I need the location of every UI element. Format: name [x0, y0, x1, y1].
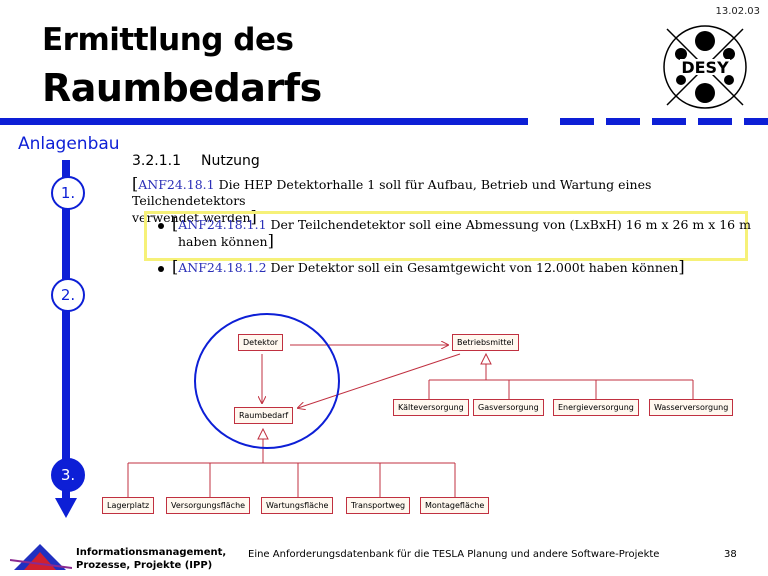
timeline-bar — [62, 160, 70, 500]
bullet — [158, 266, 164, 272]
header-dash — [698, 118, 732, 125]
requirement-text: Die HEP Detektorhalle 1 soll für Aufbau,… — [132, 177, 652, 208]
footer-org-line: Prozesse, Projekte (IPP) — [76, 560, 213, 571]
header-rule — [0, 118, 528, 125]
requirement-id[interactable]: ANF24.18.1.2 — [178, 260, 267, 275]
uml-class-wasserversorgung[interactable]: Wasserversorgung — [649, 399, 734, 416]
uml-class-raumbedarf[interactable]: Raumbedarf — [234, 407, 294, 424]
header-dash — [560, 118, 594, 125]
desy-logo-text: DESY — [681, 58, 729, 77]
ipp-logo — [10, 544, 72, 570]
step-1[interactable]: 1. — [51, 176, 85, 210]
title-line-1: Ermittlung des — [42, 22, 294, 58]
page-number: 38 — [724, 549, 737, 560]
uml-class-transportweg[interactable]: Transportweg — [346, 497, 411, 514]
requirement-sub-2: [ANF24.18.1.2 Der Detektor soll ein Gesa… — [172, 257, 685, 276]
requirement-id[interactable]: ANF24.18.1 — [138, 177, 215, 192]
header-dash — [652, 118, 686, 125]
uml-class-betriebsmittel[interactable]: Betriebsmittel — [452, 334, 519, 351]
requirement-text: Der Teilchendetektor soll eine Abmessung… — [270, 217, 751, 232]
requirement-sub-1: [ANF24.18.1.1 Der Teilchendetektor soll … — [172, 214, 751, 250]
uml-class-versorgungsflaeche[interactable]: Versorgungsfläche — [166, 497, 251, 514]
header-dash — [606, 118, 640, 125]
footer-organisation: Informationsmanagement, Prozesse, Projek… — [76, 546, 226, 572]
uml-class-energieversorgung[interactable]: Energieversorgung — [553, 399, 639, 416]
requirement-id[interactable]: ANF24.18.1.1 — [178, 217, 267, 232]
step-3[interactable]: 3. — [51, 458, 85, 492]
section-label: Anlagenbau — [18, 134, 120, 154]
footer-center-text: Eine Anforderungsdatenbank für die TESLA… — [248, 549, 660, 560]
bullet — [158, 223, 164, 229]
timeline-arrow-icon — [55, 498, 77, 518]
highlight-box — [144, 211, 748, 261]
uml-class-lagerplatz[interactable]: Lagerplatz — [102, 497, 155, 514]
desy-logo: DESY — [663, 25, 747, 109]
requirement-text: Der Detektor soll ein Gesamtgewicht von … — [270, 260, 679, 275]
requirement-text: haben können — [178, 234, 268, 249]
date-label: 13.02.03 — [715, 6, 760, 17]
section-heading: 3.2.1.1 Nutzung — [132, 153, 260, 169]
uml-class-detektor[interactable]: Detektor — [238, 334, 284, 351]
uml-class-kaelteversorgung[interactable]: Kälteversorgung — [393, 399, 469, 416]
uml-class-wartungsflaeche[interactable]: Wartungsfläche — [261, 497, 334, 514]
uml-class-gasversorgung[interactable]: Gasversorgung — [473, 399, 544, 416]
uml-class-montageflaeche[interactable]: Montagefläche — [420, 497, 490, 514]
step-2[interactable]: 2. — [51, 278, 85, 312]
detector-ellipse — [194, 313, 340, 449]
header-dash — [744, 118, 768, 125]
heading-number: 3.2.1.1 — [132, 153, 181, 169]
heading-text: Nutzung — [200, 153, 260, 169]
footer-org-line: Informationsmanagement, — [76, 547, 227, 558]
title-line-2: Raumbedarfs — [42, 66, 322, 110]
